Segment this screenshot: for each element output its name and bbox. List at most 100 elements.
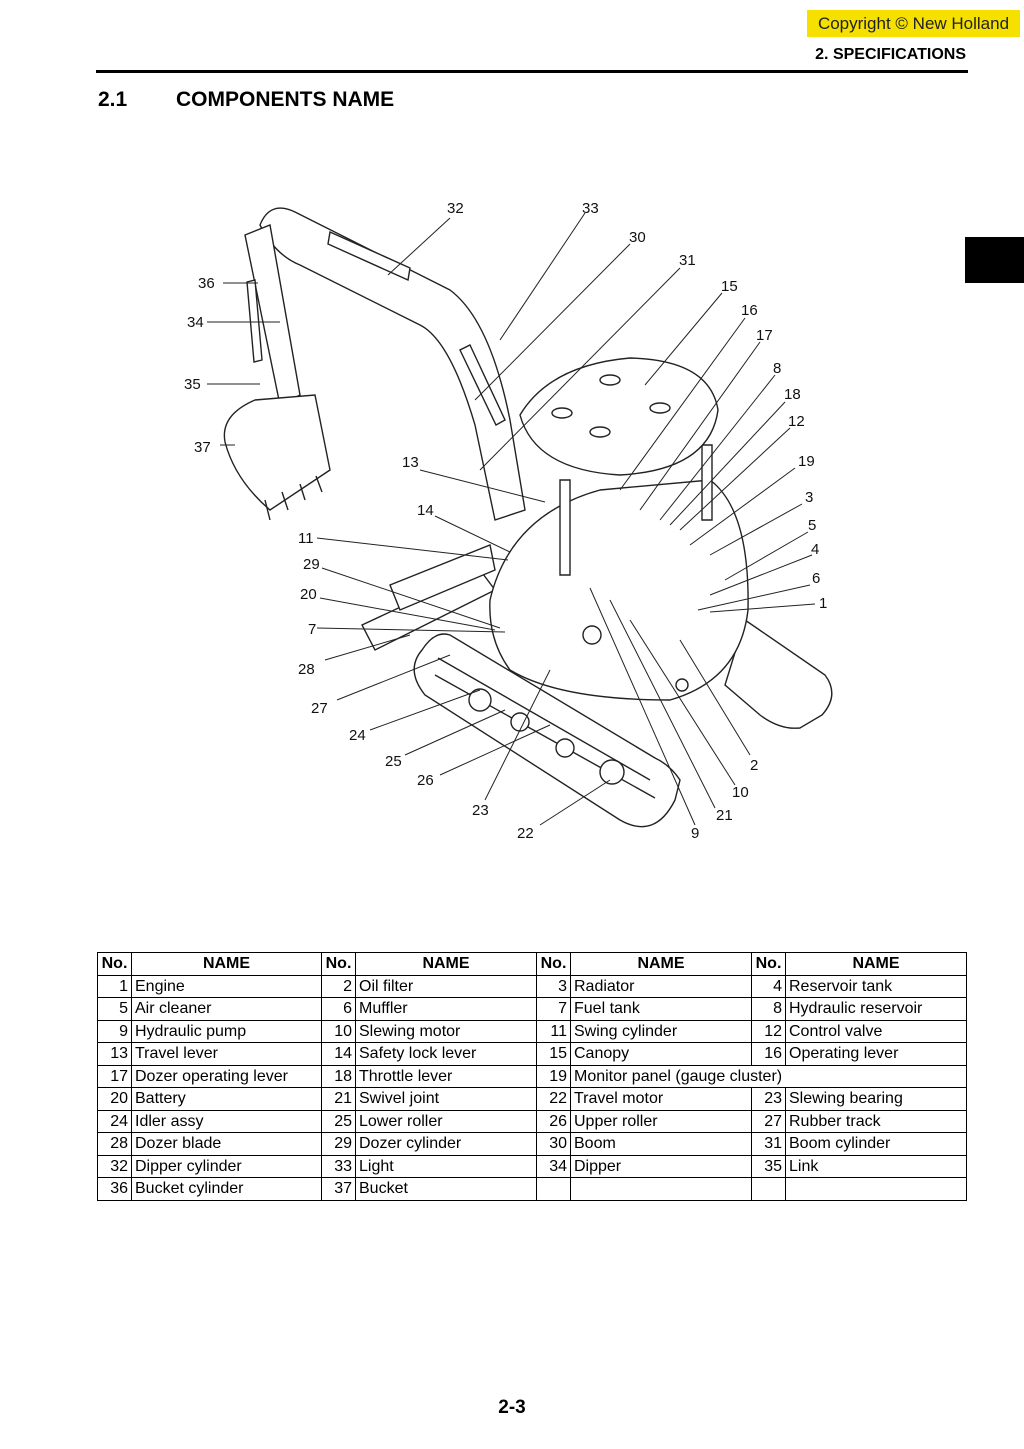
callout-25: 25: [385, 753, 402, 770]
cell-no: 32: [97, 1154, 132, 1178]
cell-name: Dipper cylinder: [131, 1154, 322, 1178]
cell-no: 22: [536, 1087, 571, 1111]
section-title: 2. SPECIFICATIONS: [815, 46, 966, 63]
callout-2: 2: [750, 757, 758, 774]
components-table: No. NAME No. NAME No. NAME No. NAME 1 En…: [97, 952, 967, 1201]
cell-name: Operating lever: [785, 1042, 967, 1066]
callout-36: 36: [198, 275, 215, 292]
callout-26: 26: [417, 772, 434, 789]
cell-no: 7: [536, 997, 571, 1021]
table-row: 13 Travel lever 14 Safety lock lever 15 …: [97, 1042, 967, 1066]
table-row: 1 Engine 2 Oil filter 3 Radiator 4 Reser…: [97, 974, 967, 998]
cell-name: Dipper: [570, 1154, 752, 1178]
header-name: NAME: [785, 952, 967, 976]
cell-name: Dozer operating lever: [131, 1064, 322, 1088]
cell-name: Radiator: [570, 974, 752, 998]
cell-no: 21: [321, 1087, 356, 1111]
callout-leader-lines: [207, 212, 816, 826]
cell-no: 10: [321, 1019, 356, 1043]
cell-name: Swing cylinder: [570, 1019, 752, 1043]
callout-4: 4: [811, 541, 819, 558]
header-no: No.: [321, 952, 356, 976]
callout-15: 15: [721, 278, 738, 295]
header-name: NAME: [131, 952, 322, 976]
cell-name: Slewing motor: [355, 1019, 537, 1043]
chapter-tab-marker: [965, 237, 1024, 283]
cell-name: Travel motor: [570, 1087, 752, 1111]
cell-name: Throttle lever: [355, 1064, 537, 1088]
table-row: 24 Idler assy 25 Lower roller 26 Upper r…: [97, 1109, 967, 1133]
cell-no: 30: [536, 1132, 571, 1156]
cell-name: Link: [785, 1154, 967, 1178]
heading-number: 2.1: [98, 88, 128, 111]
cell-name: Swivel joint: [355, 1087, 537, 1111]
cell-name: Canopy: [570, 1042, 752, 1066]
cell-name: Hydraulic pump: [131, 1019, 322, 1043]
cell-no: 13: [97, 1042, 132, 1066]
callout-14: 14: [417, 502, 434, 519]
cell-no: 37: [321, 1177, 356, 1201]
header-name: NAME: [355, 952, 537, 976]
callout-18: 18: [784, 386, 801, 403]
cell-no: 8: [751, 997, 786, 1021]
callout-34: 34: [187, 314, 204, 331]
cell-no: 15: [536, 1042, 571, 1066]
cell-no: 33: [321, 1154, 356, 1178]
callout-23: 23: [472, 802, 489, 819]
cell-no: 17: [97, 1064, 132, 1088]
callout-19: 19: [798, 453, 815, 470]
excavator-diagram: 32 33 30 31 15 16 17 8 18 12 19 3 5 4 6 …: [184, 200, 833, 842]
cell-name: Boom cylinder: [785, 1132, 967, 1156]
copyright-banner: Copyright © New Holland: [807, 10, 1020, 37]
table-row: 5 Air cleaner 6 Muffler 7 Fuel tank 8 Hy…: [97, 997, 967, 1021]
cell-no: 1: [97, 974, 132, 998]
table-row: 32 Dipper cylinder 33 Light 34 Dipper 35…: [97, 1154, 967, 1178]
cell-name: Light: [355, 1154, 537, 1178]
cell-name: Control valve: [785, 1019, 967, 1043]
callout-16: 16: [741, 302, 758, 319]
callout-20: 20: [300, 586, 317, 603]
cell-no: 35: [751, 1154, 786, 1178]
cell-name: Air cleaner: [131, 997, 322, 1021]
cell-name: Dozer blade: [131, 1132, 322, 1156]
page-number: 2-3: [498, 1397, 526, 1418]
callout-13: 13: [402, 454, 419, 471]
table-row: 28 Dozer blade 29 Dozer cylinder 30 Boom…: [97, 1132, 967, 1156]
cell-no: 24: [97, 1109, 132, 1133]
heading-title: COMPONENTS NAME: [176, 88, 395, 111]
cell-no: 3: [536, 974, 571, 998]
cell-name: Hydraulic reservoir: [785, 997, 967, 1021]
table-row: 20 Battery 21 Swivel joint 22 Travel mot…: [97, 1087, 967, 1111]
cell-name: Monitor panel (gauge cluster): [570, 1064, 967, 1088]
cell-name: [570, 1177, 752, 1201]
table-header-row: No. NAME No. NAME No. NAME No. NAME: [97, 952, 967, 976]
callout-labels: 32 33 30 31 15 16 17 8 18 12 19 3 5 4 6 …: [184, 200, 827, 842]
cell-no: 19: [536, 1064, 571, 1088]
cell-no: [751, 1177, 786, 1201]
callout-21: 21: [716, 807, 733, 824]
callout-12: 12: [788, 413, 805, 430]
cell-no: 36: [97, 1177, 132, 1201]
cell-no: 6: [321, 997, 356, 1021]
cell-name: Muffler: [355, 997, 537, 1021]
header-no: No.: [97, 952, 132, 976]
cell-name: Upper roller: [570, 1109, 752, 1133]
callout-30: 30: [629, 229, 646, 246]
callout-29: 29: [303, 556, 320, 573]
header-no: No.: [536, 952, 571, 976]
callout-31: 31: [679, 252, 696, 269]
cell-name: Rubber track: [785, 1109, 967, 1133]
cell-no: 14: [321, 1042, 356, 1066]
cell-no: 34: [536, 1154, 571, 1178]
cell-no: 28: [97, 1132, 132, 1156]
callout-3: 3: [805, 489, 813, 506]
cell-name: Dozer cylinder: [355, 1132, 537, 1156]
cell-name: Safety lock lever: [355, 1042, 537, 1066]
cell-no: [536, 1177, 571, 1201]
callout-33: 33: [582, 200, 599, 217]
header-rule: [96, 70, 968, 73]
cell-name: Bucket cylinder: [131, 1177, 322, 1201]
excavator-illustration: [223, 207, 833, 828]
callout-5: 5: [808, 517, 816, 534]
callout-22: 22: [517, 825, 534, 842]
